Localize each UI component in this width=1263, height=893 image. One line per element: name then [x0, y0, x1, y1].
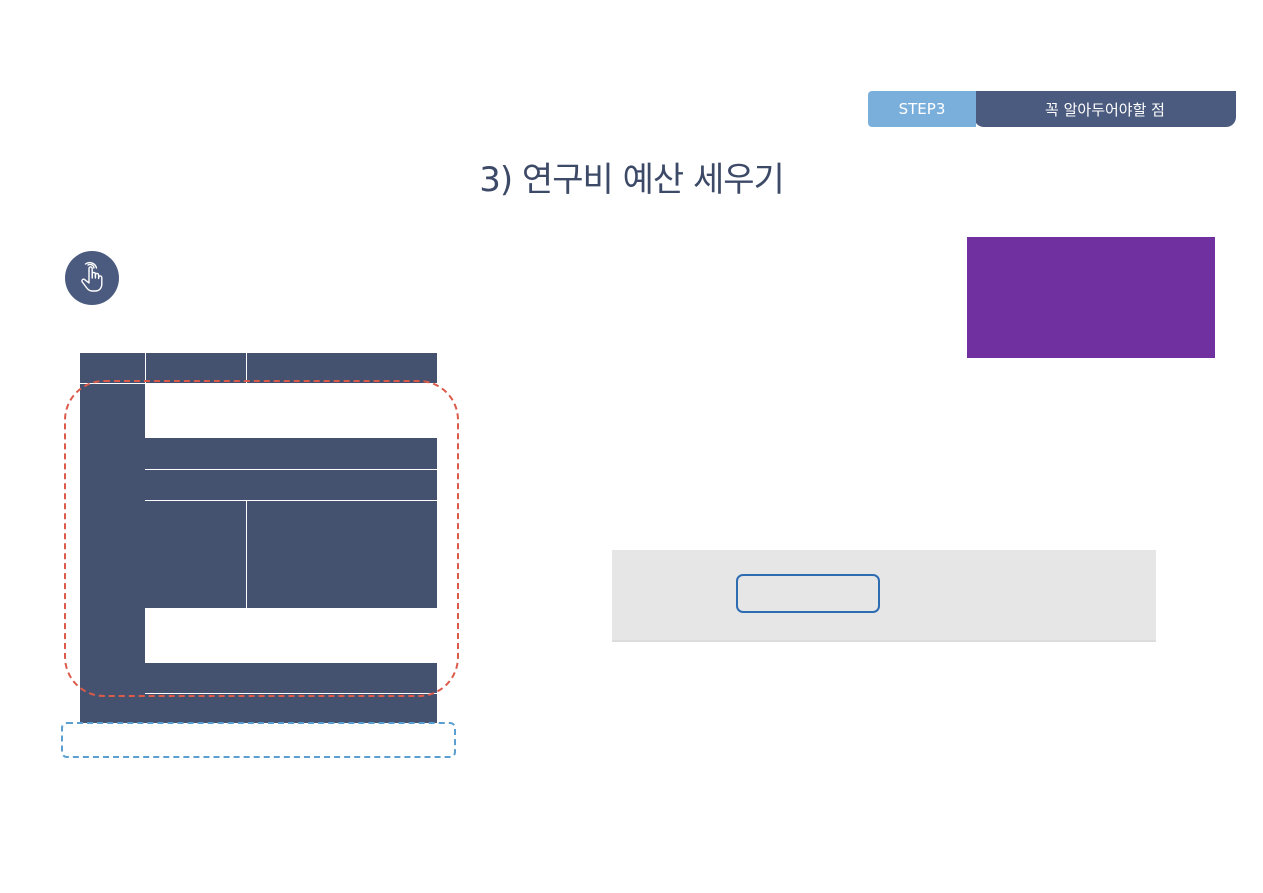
table-category-cell: [80, 383, 145, 437]
table-divider: [145, 353, 146, 383]
table-cell: [145, 501, 246, 608]
touch-button[interactable]: [65, 251, 119, 305]
gray-panel: [612, 550, 1156, 642]
table-row: [145, 470, 437, 500]
step-tab: STEP3: [868, 91, 976, 127]
table-row: [145, 438, 437, 469]
table-divider: [80, 383, 145, 384]
page-title: 3) 연구비 예산 세우기: [479, 160, 785, 200]
touch-hand-icon: [81, 261, 103, 292]
table-row: [145, 663, 437, 693]
table-header-row: [80, 353, 437, 383]
outline-button[interactable]: [736, 574, 880, 613]
table-cell: [247, 501, 437, 608]
table-row: [80, 694, 437, 723]
purple-box: [967, 237, 1215, 358]
step-title: 꼭 알아두어야할 점: [974, 91, 1236, 127]
table-divider: [246, 353, 247, 383]
table-category-cell: [80, 437, 145, 723]
highlight-frame-blue: [61, 722, 456, 758]
